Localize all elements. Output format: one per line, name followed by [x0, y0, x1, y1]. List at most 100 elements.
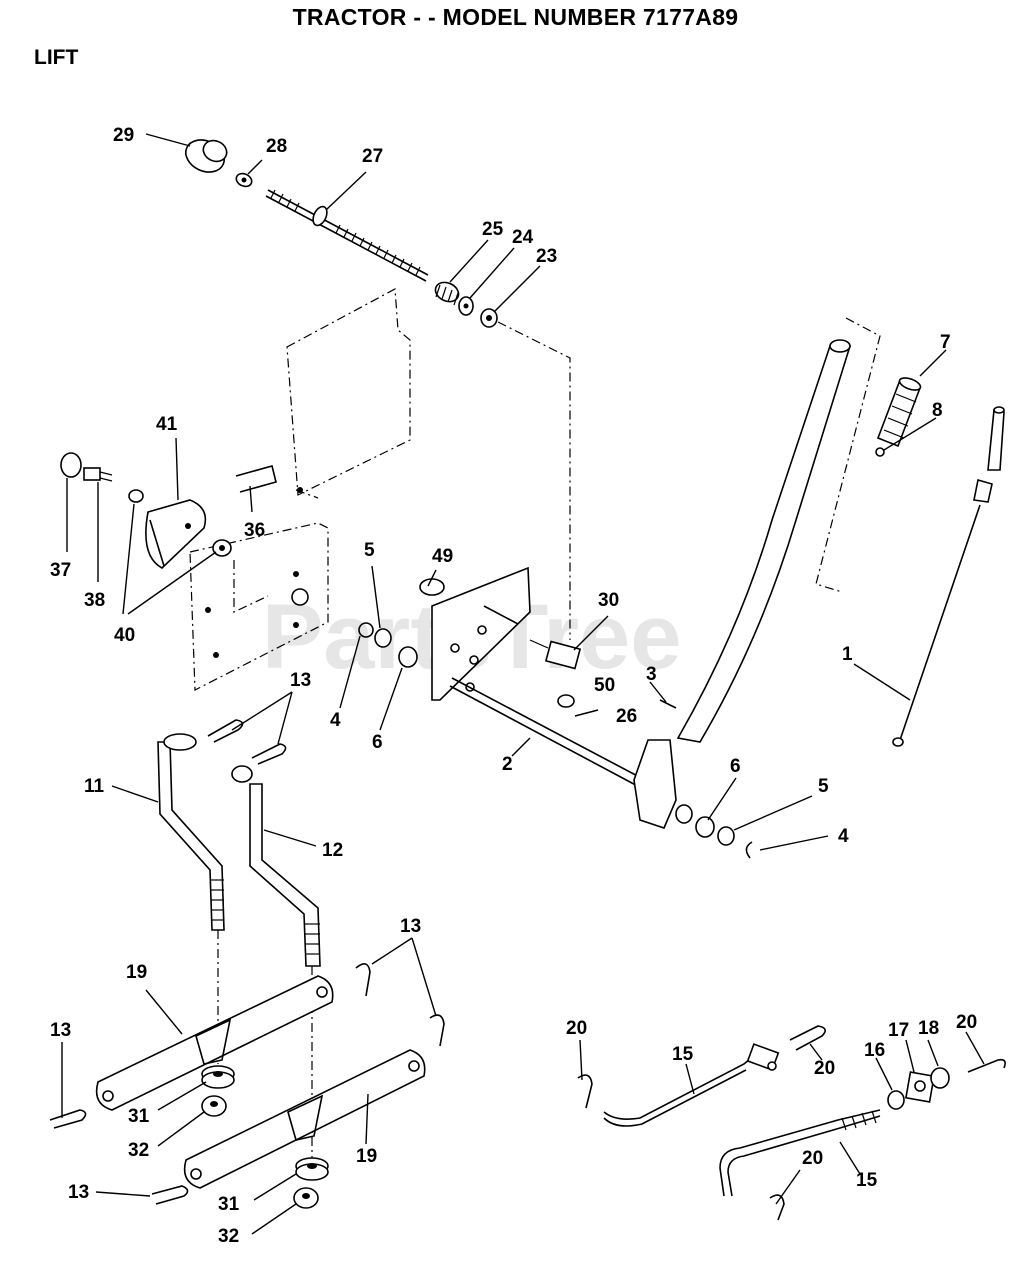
- callout-41: 41: [156, 414, 178, 435]
- handle-grip-7[interactable]: [876, 376, 922, 448]
- bracket-weld: [633, 739, 677, 829]
- callout-16: 16: [864, 1040, 885, 1061]
- threaded-rod-27[interactable]: [265, 189, 429, 282]
- lift-link-12[interactable]: [231, 765, 321, 967]
- callout-25: 25: [482, 219, 504, 240]
- callout-28: 28: [266, 136, 287, 157]
- washer-40a[interactable]: [128, 489, 144, 503]
- washer-5a[interactable]: [374, 628, 392, 648]
- pin-20d[interactable]: [967, 1058, 1006, 1073]
- callout-29: 29: [113, 125, 134, 146]
- pin-20b[interactable]: [789, 1025, 826, 1051]
- hairpin-13c[interactable]: [355, 963, 371, 997]
- lift-arm-19b[interactable]: [183, 1049, 426, 1189]
- callout-5a: 5: [364, 540, 375, 561]
- callout-20b: 20: [814, 1058, 835, 1079]
- pin-30[interactable]: [529, 639, 582, 670]
- pin-20a[interactable]: [577, 1074, 593, 1109]
- callout-32a: 32: [128, 1140, 149, 1161]
- callout-13d: 13: [68, 1182, 89, 1203]
- page-title: TRACTOR - - MODEL NUMBER 7177A89: [292, 4, 739, 30]
- hairpin-13e[interactable]: [49, 1109, 87, 1129]
- callout-7: 7: [940, 332, 951, 353]
- hairpin-13d[interactable]: [429, 1014, 445, 1047]
- callout-8: 8: [932, 400, 943, 421]
- pin-3[interactable]: [659, 699, 677, 709]
- rod-end-upper[interactable]: [746, 1043, 780, 1071]
- bushing-49[interactable]: [419, 578, 445, 596]
- centerline-rod: [497, 321, 571, 640]
- bushing-6b[interactable]: [695, 816, 715, 838]
- rod-15a[interactable]: [603, 1053, 757, 1127]
- callout-15b: 15: [856, 1170, 878, 1191]
- callout-3: 3: [646, 664, 657, 685]
- callout-23: 23: [536, 246, 557, 267]
- rod-15b[interactable]: [719, 1109, 881, 1197]
- leader-lines: [61, 133, 985, 1235]
- nut-28[interactable]: [234, 171, 254, 189]
- bracket-plate[interactable]: [431, 566, 531, 701]
- clip-4b[interactable]: [745, 841, 753, 859]
- callout-36: 36: [244, 520, 265, 541]
- callout-20c: 20: [802, 1148, 823, 1169]
- callout-5b: 5: [818, 776, 829, 797]
- callout-18: 18: [918, 1018, 939, 1039]
- callout-26: 26: [616, 706, 637, 727]
- hairpin-13a[interactable]: [207, 719, 244, 743]
- ferrule-17[interactable]: [904, 1071, 936, 1103]
- spacer-31a[interactable]: [201, 1065, 235, 1089]
- callout-13b: 13: [400, 916, 421, 937]
- callout-30: 30: [598, 590, 619, 611]
- pin-20c[interactable]: [769, 1194, 785, 1221]
- lift-lever[interactable]: [676, 317, 881, 743]
- spring-25[interactable]: [432, 279, 461, 306]
- callout-49: 49: [432, 546, 453, 567]
- callout-1: 1: [842, 644, 853, 665]
- callout-15a: 15: [672, 1044, 694, 1065]
- callout-13c: 13: [50, 1020, 71, 1041]
- callout-32b: 32: [218, 1226, 239, 1247]
- callout-4a: 4: [330, 710, 341, 731]
- clip-4a[interactable]: [358, 622, 374, 638]
- callout-19b: 19: [356, 1146, 377, 1167]
- washer-18[interactable]: [930, 1067, 950, 1089]
- callout-20d: 20: [956, 1012, 977, 1033]
- callout-11: 11: [84, 776, 105, 797]
- callout-50: 50: [594, 675, 615, 696]
- cotter-pin-26[interactable]: [574, 709, 599, 717]
- hairpin-13f[interactable]: [151, 1185, 189, 1205]
- callout-labels: 29 28 27 25 24 23 41 37 38 40 36 49 5 4 …: [50, 125, 977, 1247]
- callout-31b: 31: [218, 1194, 240, 1215]
- nut-32b[interactable]: [293, 1187, 319, 1209]
- callout-6b: 6: [730, 756, 741, 777]
- callout-4b: 4: [838, 826, 849, 847]
- frame-reference: [189, 288, 411, 691]
- clip-37[interactable]: [60, 452, 82, 478]
- callout-31a: 31: [128, 1106, 150, 1127]
- handle-41[interactable]: [145, 499, 207, 569]
- callout-38: 38: [84, 590, 105, 611]
- shaft-2[interactable]: [449, 677, 665, 799]
- hairpin-13b[interactable]: [251, 743, 287, 765]
- cable-1[interactable]: [892, 406, 1005, 747]
- washer-50[interactable]: [557, 694, 575, 708]
- callout-27: 27: [362, 146, 383, 167]
- bushing-6a[interactable]: [398, 646, 418, 668]
- lift-arm-19a[interactable]: [95, 975, 334, 1111]
- callout-20a: 20: [566, 1018, 587, 1039]
- lift-link-11[interactable]: [157, 733, 225, 931]
- callout-6a: 6: [372, 732, 383, 753]
- knob-29[interactable]: [181, 134, 231, 178]
- spacer-31b[interactable]: [295, 1157, 329, 1181]
- bracket-36[interactable]: [235, 465, 277, 493]
- callout-40: 40: [114, 625, 135, 646]
- callout-37: 37: [50, 560, 71, 581]
- washer-5b[interactable]: [717, 826, 735, 846]
- button-8[interactable]: [875, 447, 885, 457]
- nut-16[interactable]: [887, 1090, 905, 1110]
- nut-32a[interactable]: [201, 1095, 227, 1117]
- bushing-shaft-end: [675, 804, 693, 824]
- bolt-38[interactable]: [83, 467, 113, 482]
